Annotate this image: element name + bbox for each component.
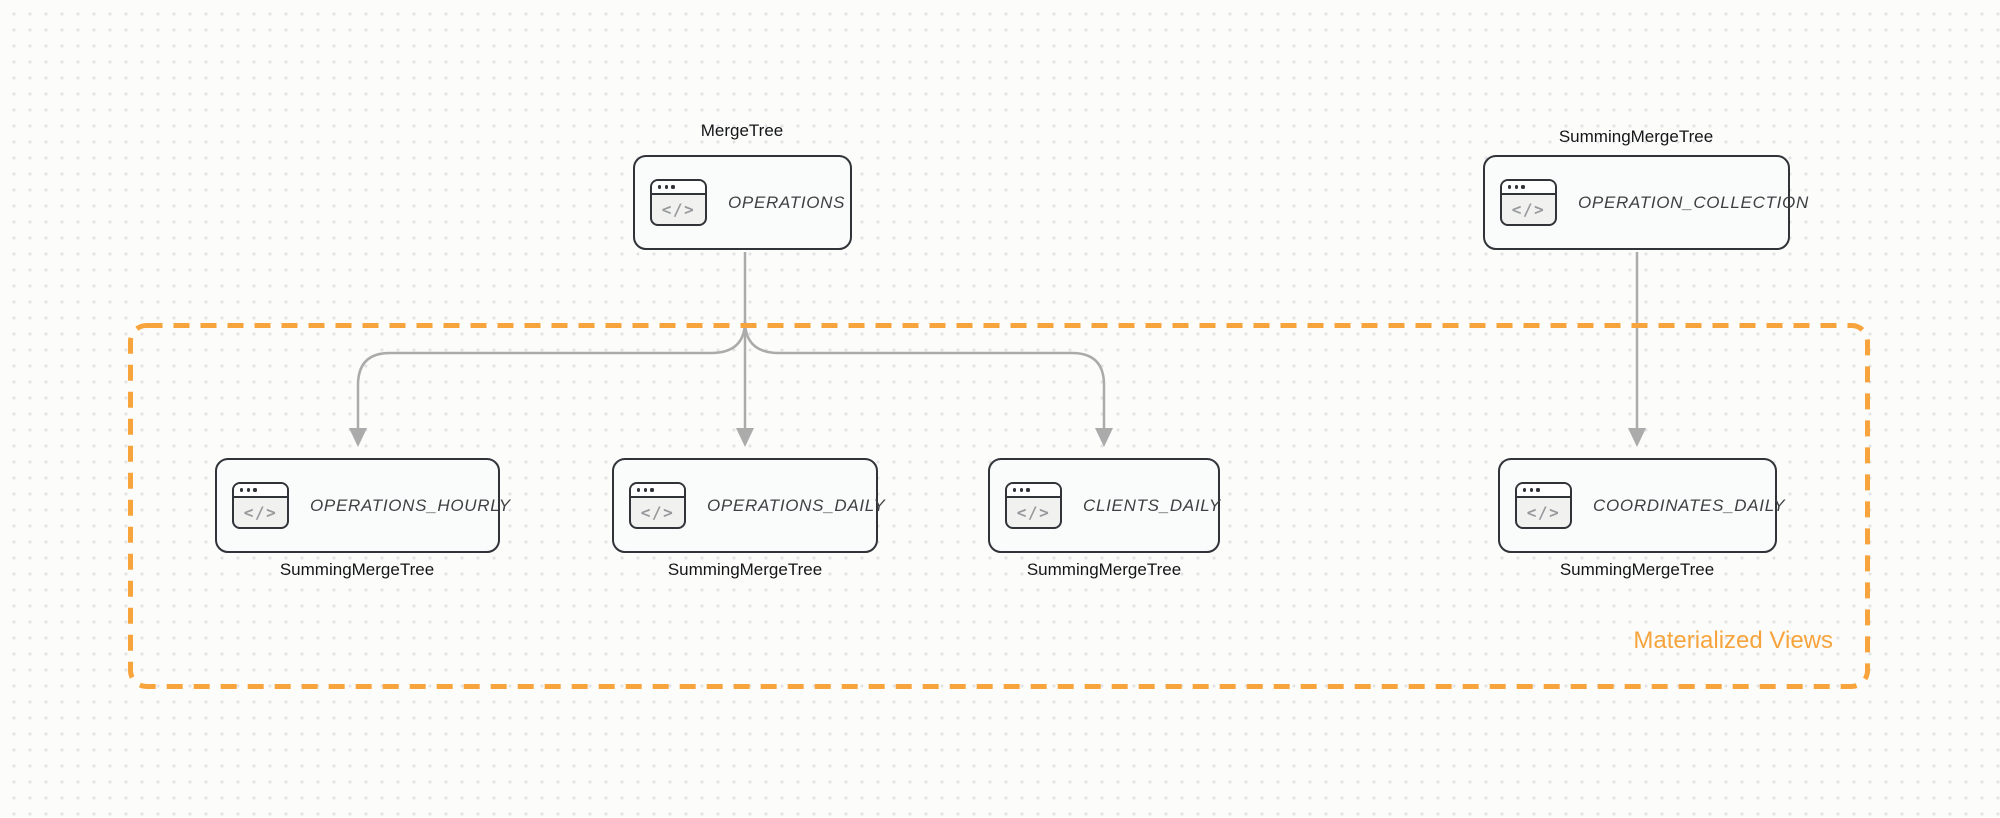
node-coordinates-daily[interactable]: </> COORDINATES_DAILY	[1498, 458, 1785, 553]
table-name: CLIENTS_DAILY	[1083, 495, 1221, 515]
table-name: OPERATIONS_DAILY	[707, 495, 886, 515]
code-window-icon: </>	[629, 482, 686, 529]
node-clients-daily[interactable]: </> CLIENTS_DAILY	[988, 458, 1220, 553]
table-name: OPERATION_COLLECTION	[1578, 192, 1809, 212]
table-name: OPERATIONS_HOURLY	[310, 495, 511, 515]
arrowhead-icon	[1095, 428, 1113, 447]
arrowhead-icon	[1628, 428, 1646, 447]
code-window-icon: </>	[650, 179, 707, 226]
engine-label-summingmergetree-coordinates: SummingMergeTree	[1559, 560, 1715, 579]
engine-label-mergetree: MergeTree	[700, 121, 784, 140]
node-operation-collection[interactable]: </> OPERATION_COLLECTION	[1483, 155, 1808, 250]
table-name: OPERATIONS	[728, 192, 846, 212]
engine-label-summingmergetree-daily: SummingMergeTree	[667, 560, 823, 579]
code-glyph: </>	[661, 199, 696, 219]
window-dots-icon	[234, 484, 287, 498]
code-glyph: </>	[1526, 502, 1561, 522]
materialized-views-label: Materialized Views	[1633, 627, 1833, 654]
code-glyph: </>	[1016, 502, 1051, 522]
node-operations-hourly[interactable]: </> OPERATIONS_HOURLY	[215, 458, 510, 553]
edge-operations-to-operations-hourly	[356, 320, 747, 429]
window-dots-icon	[1517, 484, 1570, 498]
window-dots-icon	[652, 181, 705, 195]
node-operations-daily[interactable]: </> OPERATIONS_DAILY	[612, 458, 885, 553]
window-dots-icon	[631, 484, 684, 498]
arrowhead-icon	[349, 428, 367, 447]
arrowhead-icon	[736, 428, 754, 447]
node-operations[interactable]: </> OPERATIONS	[633, 155, 852, 250]
window-dots-icon	[1007, 484, 1060, 498]
engine-label-summingmergetree-top: SummingMergeTree	[1558, 127, 1714, 146]
table-name: COORDINATES_DAILY	[1593, 495, 1786, 515]
edge-operations-to-clients-daily	[743, 320, 1106, 429]
code-glyph: </>	[1511, 199, 1546, 219]
code-window-icon: </>	[1515, 482, 1572, 529]
code-window-icon: </>	[1005, 482, 1062, 529]
code-glyph: </>	[640, 502, 675, 522]
code-window-icon: </>	[1500, 179, 1557, 226]
code-glyph: </>	[243, 502, 278, 522]
code-window-icon: </>	[232, 482, 289, 529]
engine-label-summingmergetree-clients: SummingMergeTree	[1026, 560, 1182, 579]
engine-label-summingmergetree-hourly: SummingMergeTree	[279, 560, 435, 579]
window-dots-icon	[1502, 181, 1555, 195]
